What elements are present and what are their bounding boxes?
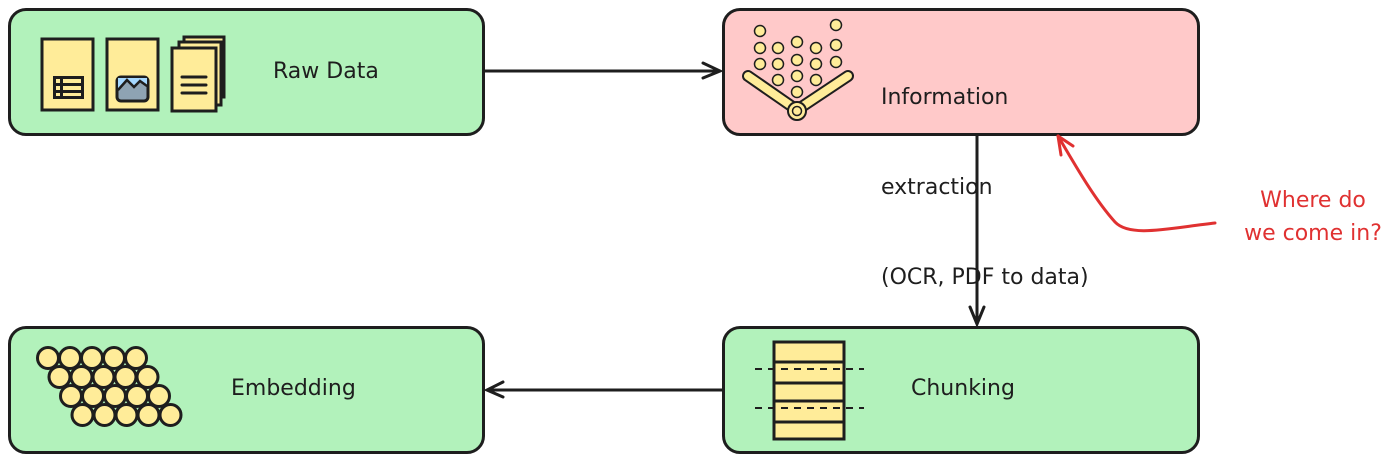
funnel-dot — [809, 57, 823, 71]
funnel-dot — [829, 55, 843, 69]
label-line-2: extraction — [881, 175, 993, 200]
embedding-circle — [124, 346, 148, 370]
funnel-dot — [809, 41, 823, 55]
funnel-dot — [829, 38, 843, 52]
edge-chunking-to-embedding — [483, 380, 722, 399]
funnel-dot — [829, 18, 843, 32]
annotation-line-1: Where do — [1260, 188, 1366, 213]
annotation-note: Where do we come in? — [1238, 184, 1388, 250]
funnel-dot — [790, 85, 804, 99]
embedding-circle — [158, 403, 183, 427]
chunked-document-icon — [755, 340, 864, 441]
embedding-circle — [135, 365, 160, 389]
funnel-arms — [742, 70, 854, 116]
edge-raw-data-to-extraction — [485, 61, 724, 80]
documents-icon — [40, 35, 226, 113]
edge-extraction-to-chunking — [968, 136, 986, 328]
funnel-dot — [753, 41, 767, 55]
funnel-dot — [790, 69, 804, 83]
node-chunking-label: Chunking — [911, 376, 1015, 401]
node-embedding-label: Embedding — [231, 376, 356, 401]
funnel-outlet-inner — [791, 105, 803, 117]
label-line-1: Information — [881, 85, 1009, 110]
embedding-circle — [147, 384, 171, 408]
vector-circles-icon — [36, 346, 183, 427]
funnel-dot — [771, 73, 785, 87]
funnel-dots-icon — [742, 18, 854, 121]
node-information-extraction-label: Information extraction (OCR, PDF to data… — [881, 23, 1089, 353]
funnel-dot — [753, 57, 767, 71]
annotation-arrow — [1056, 134, 1217, 233]
spreadsheet-document-icon — [40, 37, 95, 112]
funnel-dot — [771, 57, 785, 71]
funnel-dot — [790, 53, 804, 67]
stacked-documents-icon — [170, 35, 226, 113]
node-raw-data-label: Raw Data — [273, 59, 379, 84]
funnel-dot — [771, 41, 785, 55]
funnel-dot — [753, 24, 767, 38]
annotation-line-2: we come in? — [1244, 221, 1382, 246]
funnel-dot — [809, 73, 823, 87]
label-line-3: (OCR, PDF to data) — [881, 265, 1089, 290]
node-information-extraction[interactable]: Information extraction (OCR, PDF to data… — [722, 8, 1200, 290]
funnel-dot — [790, 35, 804, 49]
image-document-icon — [105, 37, 160, 112]
